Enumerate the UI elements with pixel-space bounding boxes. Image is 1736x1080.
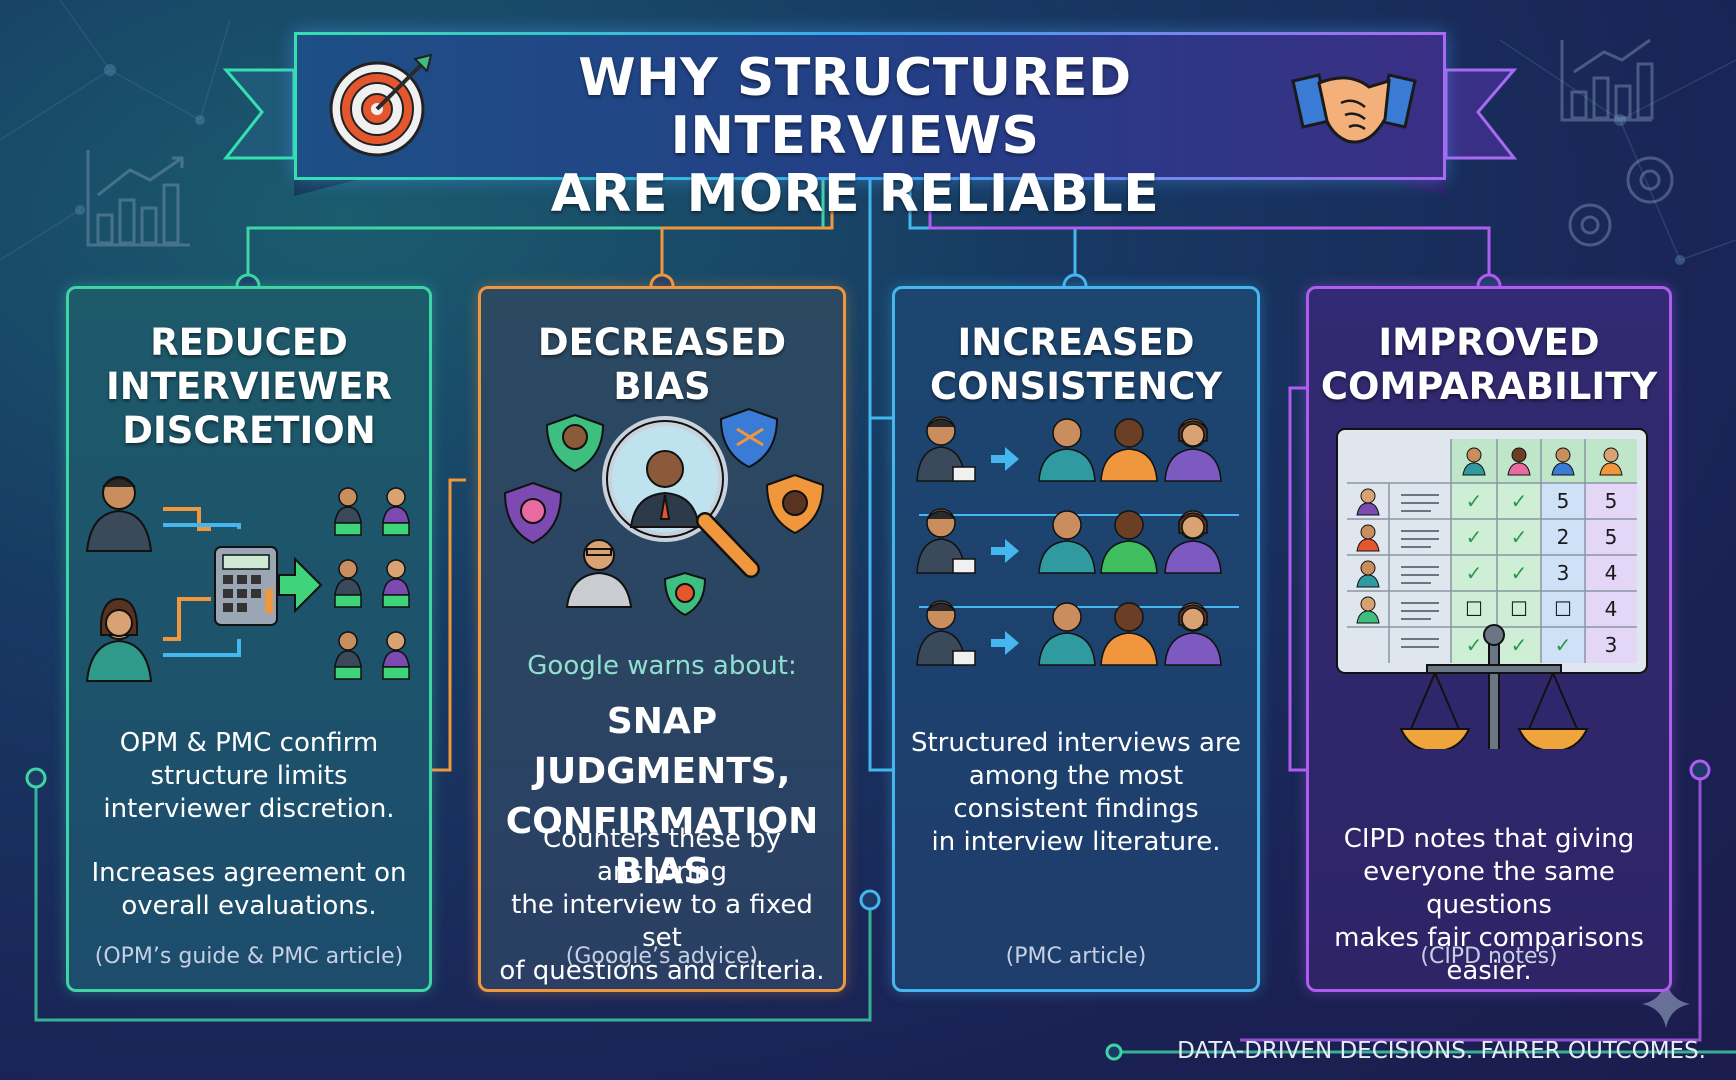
grid-cell: 5	[1605, 489, 1618, 513]
grid-cell: ✓	[1511, 561, 1528, 585]
grid-cell: 5	[1605, 525, 1618, 549]
grid-cell: ✓	[1555, 633, 1572, 657]
card-decreased-bias: DECREASED BIAS Google w	[478, 286, 846, 992]
card-title: DECREASED BIAS	[537, 321, 787, 408]
grid-cell: 2	[1557, 525, 1570, 549]
card-title: INCREASED CONSISTENCY	[929, 321, 1223, 408]
bias-highlight: SNAP JUDGMENTS, CONFIRMATION BIAS	[505, 701, 819, 892]
grid-cell: ☐	[1465, 597, 1483, 621]
card-body: CIPD notes that giving everyone the same…	[1334, 824, 1644, 986]
card-increased-consistency: INCREASED CONSISTENCY	[892, 286, 1260, 992]
grid-cell: 3	[1605, 633, 1618, 657]
grid-cell: 4	[1605, 597, 1618, 621]
grid-cell: ✓	[1466, 561, 1483, 585]
footer-tagline: DATA-DRIVEN DECISIONS. FAIRER OUTCOMES.	[1177, 1038, 1706, 1064]
grid-cell: ✓	[1466, 633, 1483, 657]
calculator-icon	[85, 476, 410, 682]
card-reduced-discretion: REDUCED INTERVIEWER DISCRETION	[66, 286, 432, 992]
card-body: OPM & PMC confirm structure limits inter…	[103, 728, 395, 824]
card-source: (CIPD notes)	[1420, 944, 1558, 969]
warning-label: Google warns about:	[527, 651, 797, 681]
card-source: (PMC article)	[1005, 944, 1147, 969]
bar-chart-icon	[86, 150, 190, 247]
sparkle-icon	[1642, 980, 1690, 1028]
card-body: Counters these by anchoring the intervie…	[499, 824, 825, 986]
page-title: WHY STRUCTURED INTERVIEWS ARE MORE RELIA…	[550, 48, 1160, 224]
grid-cell: ☐	[1510, 597, 1528, 621]
grid-cell: ✓	[1466, 489, 1483, 513]
grid-cell: ☐	[1554, 597, 1572, 621]
magnifier-icon	[503, 407, 825, 617]
card-source: (Google’s advice)	[565, 944, 759, 969]
handshake-icon	[1291, 73, 1417, 144]
grid-cell: ✓	[1511, 525, 1528, 549]
grid-cell: 3	[1557, 561, 1570, 585]
card-improved-comparability: IMPROVED COMPARABILITY	[1306, 286, 1672, 992]
target-icon	[329, 53, 433, 157]
grid-cell: ✓	[1511, 633, 1528, 657]
card-body-secondary: Increases agreement on overall evaluatio…	[91, 858, 407, 921]
card-title: IMPROVED COMPARABILITY	[1320, 321, 1658, 408]
grid-cell: 5	[1557, 489, 1570, 513]
people-rows-icon	[916, 416, 1239, 666]
grid-cell: ✓	[1466, 525, 1483, 549]
grid-cell: ✓	[1511, 489, 1528, 513]
title-banner: WHY STRUCTURED INTERVIEWS ARE MORE RELIA…	[294, 32, 1446, 223]
card-source: (OPM’s guide & PMC article)	[94, 944, 404, 969]
scales-icon: ✓ ✓ 5 5 ✓ ✓ 2 5 ✓ ✓ 3 4 ☐ ☐ ☐ 4 ✓ ✓ ✓ 3	[1336, 428, 1648, 749]
bar-chart-icon	[1560, 38, 1654, 122]
gear-icon	[1568, 156, 1674, 247]
grid-cell: 4	[1605, 561, 1618, 585]
card-title: REDUCED INTERVIEWER DISCRETION	[106, 321, 392, 452]
card-body: Structured interviews are among the most…	[910, 728, 1242, 857]
